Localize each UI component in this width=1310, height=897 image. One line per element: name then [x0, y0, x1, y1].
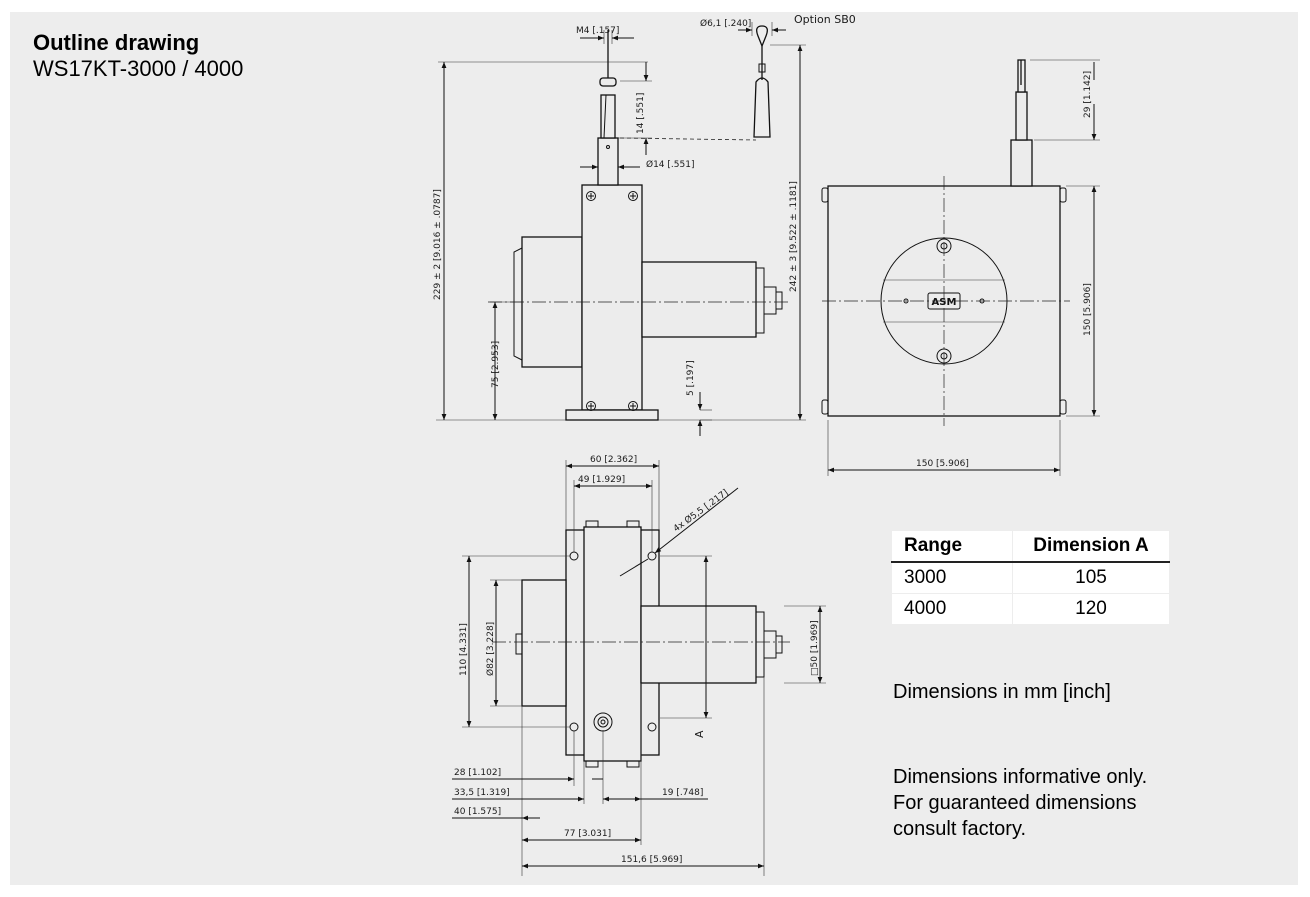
- dim-m4: M4 [.157]: [576, 26, 619, 36]
- dim-hook-diameter: Ø6,1 [.240]: [700, 18, 751, 29]
- dim-dia-82: Ø82 [3.228]: [485, 622, 496, 676]
- cell-dimension-a: 120: [1012, 593, 1170, 625]
- table-header-row: Range Dimension A: [891, 530, 1170, 563]
- dim-40: 40 [1.575]: [454, 807, 501, 817]
- header-range: Range: [891, 530, 1013, 563]
- dim-14-vertical: 14 [.551]: [636, 93, 646, 134]
- dim-77: 77 [3.031]: [564, 829, 611, 839]
- front-view: 229 ± 2 [9.016 ± .0787] 75 [2.953]: [433, 13, 856, 436]
- dim-151-6: 151,6 [5.969]: [621, 855, 682, 865]
- model-subtitle: WS17KT-3000 / 4000: [33, 56, 244, 81]
- dim-75: 75 [2.953]: [491, 341, 501, 388]
- dim-60: 60 [2.362]: [590, 455, 637, 465]
- asm-logo: ASM: [932, 297, 957, 308]
- dim-33-5: 33,5 [1.319]: [454, 788, 510, 798]
- cell-range: 4000: [891, 593, 1013, 625]
- dim-dia-14: Ø14 [.551]: [646, 159, 694, 170]
- dim-19: 19 [.748]: [662, 788, 703, 798]
- table-row: 4000 120: [891, 593, 1170, 625]
- dim-49: 49 [1.929]: [578, 475, 625, 485]
- dim-28: 28 [1.102]: [454, 768, 501, 778]
- top-view: 60 [2.362] 49 [1.929] 4x Ø5,5 [.217] 110…: [452, 455, 826, 876]
- disclaimer-line: For guaranteed dimensions: [893, 792, 1137, 814]
- dim-242: 242 ± 3 [9.522 ± .1181]: [789, 181, 799, 292]
- disclaimer-line: consult factory.: [893, 818, 1027, 840]
- header-dimension-a: Dimension A: [1012, 530, 1170, 563]
- dim-5: 5 [.197]: [686, 360, 696, 396]
- disclaimer-note: Dimensions informative only. For guarant…: [893, 764, 1147, 842]
- option-label: Option SB0: [794, 13, 856, 26]
- side-view: ASM 29 [1.142] 150 [5.906] 150 [5.906]: [821, 59, 1100, 476]
- dim-square-50: □50 [1.969]: [810, 620, 820, 676]
- units-note: Dimensions in mm [inch]: [893, 681, 1111, 703]
- dim-110: 110 [4.331]: [459, 623, 469, 676]
- disclaimer-line: Dimensions informative only.: [893, 766, 1148, 788]
- screw-icons: [586, 191, 638, 411]
- dim-150-vertical: 150 [5.906]: [1083, 283, 1093, 336]
- dim-150-horizontal: 150 [5.906]: [916, 459, 969, 469]
- page-title: Outline drawing: [33, 30, 200, 55]
- dim-a-label: A: [693, 730, 706, 738]
- dim-229: 229 ± 2 [9.016 ± .0787]: [433, 189, 443, 300]
- table-row: 3000 105: [891, 561, 1170, 594]
- cell-range: 3000: [891, 561, 1013, 594]
- cell-dimension-a: 105: [1012, 561, 1170, 594]
- dim-29: 29 [1.142]: [1083, 71, 1093, 118]
- hook-option-sb0: Ø6,1 [.240] Option SB0: [619, 13, 856, 141]
- range-dimension-table: Range Dimension A 3000 105 4000 120: [891, 530, 1170, 625]
- dim-holes: 4x Ø5,5 [.217]: [671, 487, 730, 534]
- title-block: Outline drawing WS17KT-3000 / 4000: [33, 30, 243, 82]
